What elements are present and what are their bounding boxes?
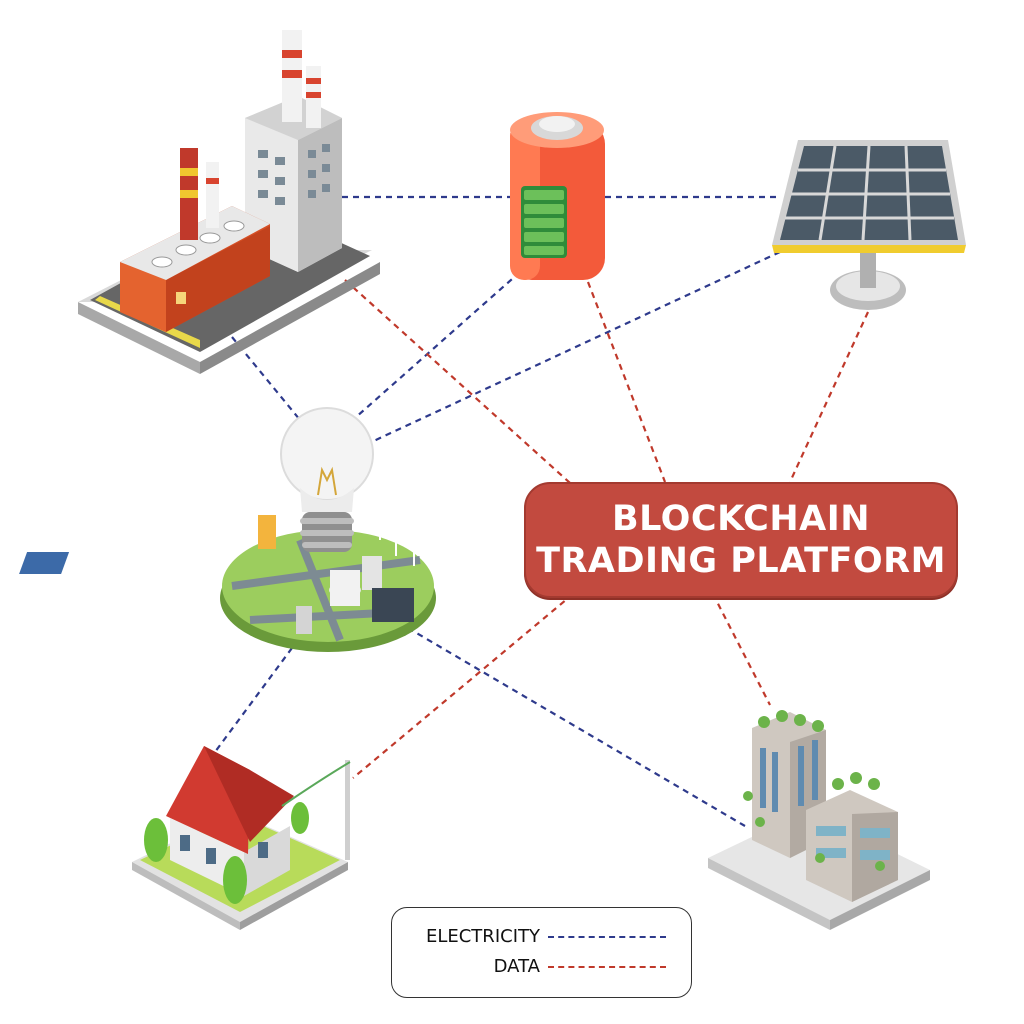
data-line-solar-platform: [789, 311, 869, 483]
electricity-line-battery-hub: [354, 271, 521, 419]
legend-label-data: DATA: [493, 956, 540, 977]
building-icon: [708, 710, 930, 930]
electricity-line-plant-hub: [231, 336, 301, 421]
legend: ELECTRICITY DATA: [391, 907, 692, 998]
house-icon: [132, 746, 351, 930]
factory-icon: [78, 30, 380, 374]
data-line-platform-house: [352, 593, 574, 779]
electricity-line-hub-building: [407, 627, 746, 827]
electricity-line-hub-house: [214, 647, 293, 753]
lightbulb-grid-icon: [19, 407, 436, 652]
solar-panel-icon: [772, 140, 966, 310]
data-line-battery-platform: [586, 281, 667, 483]
legend-label-electricity: ELECTRICITY: [425, 926, 540, 947]
legend-row-electricity: ELECTRICITY: [398, 926, 666, 947]
battery-icon: [510, 112, 605, 280]
data-line-platform-building: [712, 593, 771, 706]
platform-title-line2: TRADING PLATFORM: [536, 541, 946, 581]
legend-row-data: DATA: [398, 956, 666, 977]
legend-line-electricity: [548, 935, 666, 938]
platform-title-line1: BLOCKCHAIN: [611, 499, 871, 539]
blockchain-platform-box: BLOCKCHAIN TRADING PLATFORM: [524, 482, 958, 598]
electricity-connections: [214, 195, 781, 827]
electricity-line-solar-hub: [364, 251, 781, 446]
data-line-plant-platform: [344, 279, 571, 484]
data-connections: [344, 279, 869, 779]
legend-line-data: [548, 965, 666, 968]
